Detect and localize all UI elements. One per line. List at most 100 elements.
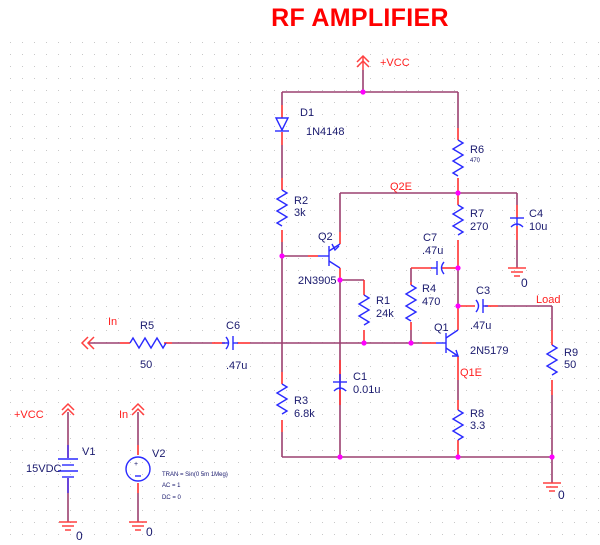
grid-dot [406,378,407,379]
battery-v1-icon[interactable] [58,445,78,493]
grid-dot [130,162,131,163]
grid-dot [22,342,23,343]
grid-dot [418,426,419,427]
grid-dot [442,450,443,451]
grid-dot [214,318,215,319]
grid-dot [358,222,359,223]
capacitor-c4-icon[interactable] [510,217,524,228]
grid-dot [322,198,323,199]
grid-dot [142,282,143,283]
grid-dot [358,150,359,151]
grid-dot [154,138,155,139]
resistor-r2-icon[interactable] [275,189,289,227]
grid-dot [82,522,83,523]
grid-dot [142,402,143,403]
grid-dot [358,102,359,103]
resistor-r6-icon[interactable] [451,139,465,177]
grid-dot [478,378,479,379]
capacitor-c6-icon[interactable] [222,336,238,350]
grid-dot [190,306,191,307]
grid-dot [310,534,311,535]
grid-dot [574,330,575,331]
grid-dot [298,486,299,487]
grid-dot [10,54,11,55]
grid-dot [274,186,275,187]
grid-dot [466,486,467,487]
transistor-q1-npn-icon[interactable] [436,329,459,357]
grid-dot [46,450,47,451]
grid-dot [10,378,11,379]
grid-dot [298,282,299,283]
grid-dot [562,438,563,439]
grid-dot [514,522,515,523]
resistor-r3-icon[interactable] [275,383,289,415]
grid-dot [454,534,455,535]
grid-dot [106,210,107,211]
grid-dot [550,54,551,55]
grid-dot [286,282,287,283]
grid-dot [154,90,155,91]
grid-dot [358,126,359,127]
resistor-r1-icon[interactable] [357,294,371,326]
grid-dot [490,294,491,295]
grid-dot [142,294,143,295]
capacitor-c3-icon[interactable] [475,299,488,313]
grid-dot [310,78,311,79]
resistor-r4-icon[interactable] [404,284,418,322]
grid-dot [118,330,119,331]
grid-dot [34,78,35,79]
grid-dot [10,330,11,331]
grid-dot [310,246,311,247]
grid-dot [382,42,383,43]
grid-dot [238,42,239,43]
grid-dot [166,474,167,475]
grid-dot [238,390,239,391]
capacitor-c1-icon[interactable] [333,374,347,392]
voltage-source-v2-icon[interactable]: + [125,456,151,482]
grid-dot [382,390,383,391]
grid-dot [70,162,71,163]
grid-dot [190,534,191,535]
grid-dot [586,234,587,235]
grid-dot [82,390,83,391]
grid-dot [226,498,227,499]
grid-dot [442,390,443,391]
capacitor-c7-icon[interactable] [431,261,445,275]
grid-dot [538,270,539,271]
grid-dot [58,198,59,199]
grid-dot [310,270,311,271]
grid-dot [166,462,167,463]
grid-dot [538,258,539,259]
grid-dot [166,210,167,211]
grid-dot [346,210,347,211]
grid-dot [526,138,527,139]
diode-d1-icon[interactable] [274,117,290,132]
grid-dot [94,438,95,439]
grid-dot [130,210,131,211]
grid-dot [538,282,539,283]
resistor-r5-icon[interactable] [129,336,167,350]
grid-dot [586,342,587,343]
grid-dot [226,42,227,43]
grid-dot [370,162,371,163]
grid-dot [418,138,419,139]
transistor-q2-pnp-icon[interactable] [318,243,341,269]
grid-dot [298,78,299,79]
grid-dot [118,126,119,127]
grid-dot [106,522,107,523]
grid-dot [142,222,143,223]
grid-dot [166,78,167,79]
grid-dot [490,162,491,163]
resistor-r7-icon[interactable] [451,204,465,236]
grid-dot [502,126,503,127]
resistor-r8-icon[interactable] [451,409,465,441]
junction-dot [337,454,343,460]
grid-dot [166,318,167,319]
grid-dot [394,78,395,79]
grid-dot [382,450,383,451]
grid-dot [490,402,491,403]
grid-dot [466,426,467,427]
grid-dot [442,138,443,139]
resistor-r9-icon[interactable] [545,344,559,376]
